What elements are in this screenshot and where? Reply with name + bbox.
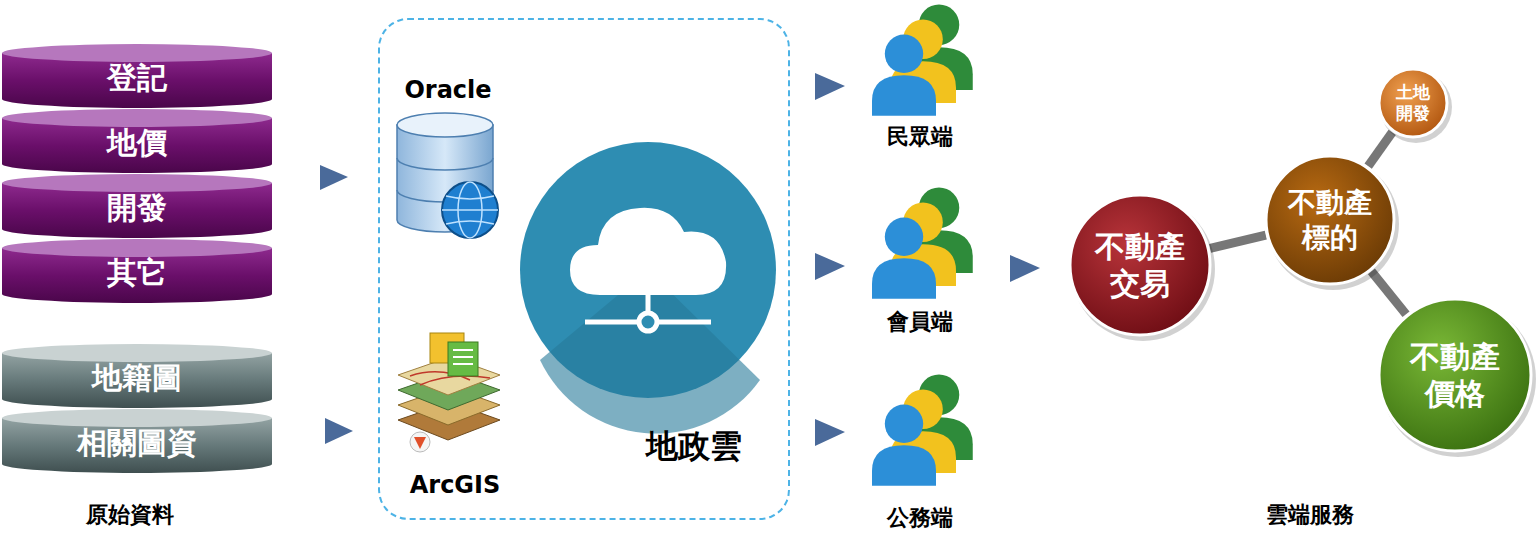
- cylinder-top: [2, 344, 272, 362]
- cylinder-label: 開發: [2, 174, 272, 223]
- user-group-icon: [872, 5, 973, 116]
- cylinder-top: [2, 239, 272, 257]
- database-icon: [397, 113, 498, 238]
- circle-shape: [1068, 193, 1212, 337]
- map-layers-icon: [398, 333, 500, 452]
- circle-text-wrap: 不動產 交易: [1068, 193, 1212, 337]
- service-circle: 不動產 交易: [1068, 193, 1212, 337]
- cylinder-top: [2, 409, 272, 427]
- service-circle: 不動產 價格: [1377, 297, 1533, 453]
- circle-fill: [1379, 69, 1447, 137]
- cloud-icon: [520, 142, 776, 434]
- circle-text-wrap: 不動產 標的: [1264, 154, 1396, 286]
- text-label: 原始資料: [86, 500, 174, 530]
- cylinder-box: 地籍圖: [2, 344, 272, 408]
- region-title: 地政雲: [646, 425, 742, 469]
- cylinder-box: 地價: [2, 109, 272, 173]
- circle-shape: [1377, 297, 1533, 453]
- text-label: 公務端: [887, 503, 953, 533]
- circle-shape: [1264, 154, 1396, 286]
- text-label: 雲端服務: [1266, 500, 1354, 530]
- cylinder-label: 相關圖資: [2, 409, 272, 458]
- circle-text-wrap: 不動產 價格: [1377, 297, 1533, 453]
- text-label: Oracle: [404, 76, 491, 104]
- cylinder-top: [2, 109, 272, 127]
- circle-fill: [1379, 299, 1531, 451]
- cylinder-top: [2, 174, 272, 192]
- connector-line: [1368, 132, 1392, 166]
- circle-fill: [1070, 195, 1210, 335]
- text-label: 民眾端: [887, 122, 953, 152]
- text-label: ArcGIS: [410, 471, 501, 499]
- cylinder-box: 登記: [2, 44, 272, 108]
- cylinder-box: 其它: [2, 239, 272, 303]
- circle-label: 不動產 價格: [1406, 338, 1505, 413]
- text-label: 會員端: [887, 307, 953, 337]
- cylinder-box: 相關圖資: [2, 409, 272, 473]
- circle-fill: [1266, 156, 1394, 284]
- circle-label: 不動產 標的: [1284, 185, 1376, 255]
- cylinder-label: 地籍圖: [2, 344, 272, 393]
- cylinder-label: 其它: [2, 239, 272, 288]
- connector-line: [1371, 271, 1406, 314]
- circle-label: 不動產 交易: [1091, 228, 1190, 303]
- user-group-icon: [872, 375, 973, 486]
- cylinder-label: 登記: [2, 44, 272, 93]
- connector-line: [1210, 235, 1266, 248]
- circle-label: 土地 開發: [1393, 82, 1432, 125]
- circle-text-wrap: 土地 開發: [1377, 67, 1449, 139]
- cylinder-label: 地價: [2, 109, 272, 158]
- cylinder-box: 開發: [2, 174, 272, 238]
- service-circle: 不動產 標的: [1264, 154, 1396, 286]
- cylinder-top: [2, 44, 272, 62]
- service-circle: 土地 開發: [1377, 67, 1449, 139]
- user-group-icon: [872, 188, 973, 299]
